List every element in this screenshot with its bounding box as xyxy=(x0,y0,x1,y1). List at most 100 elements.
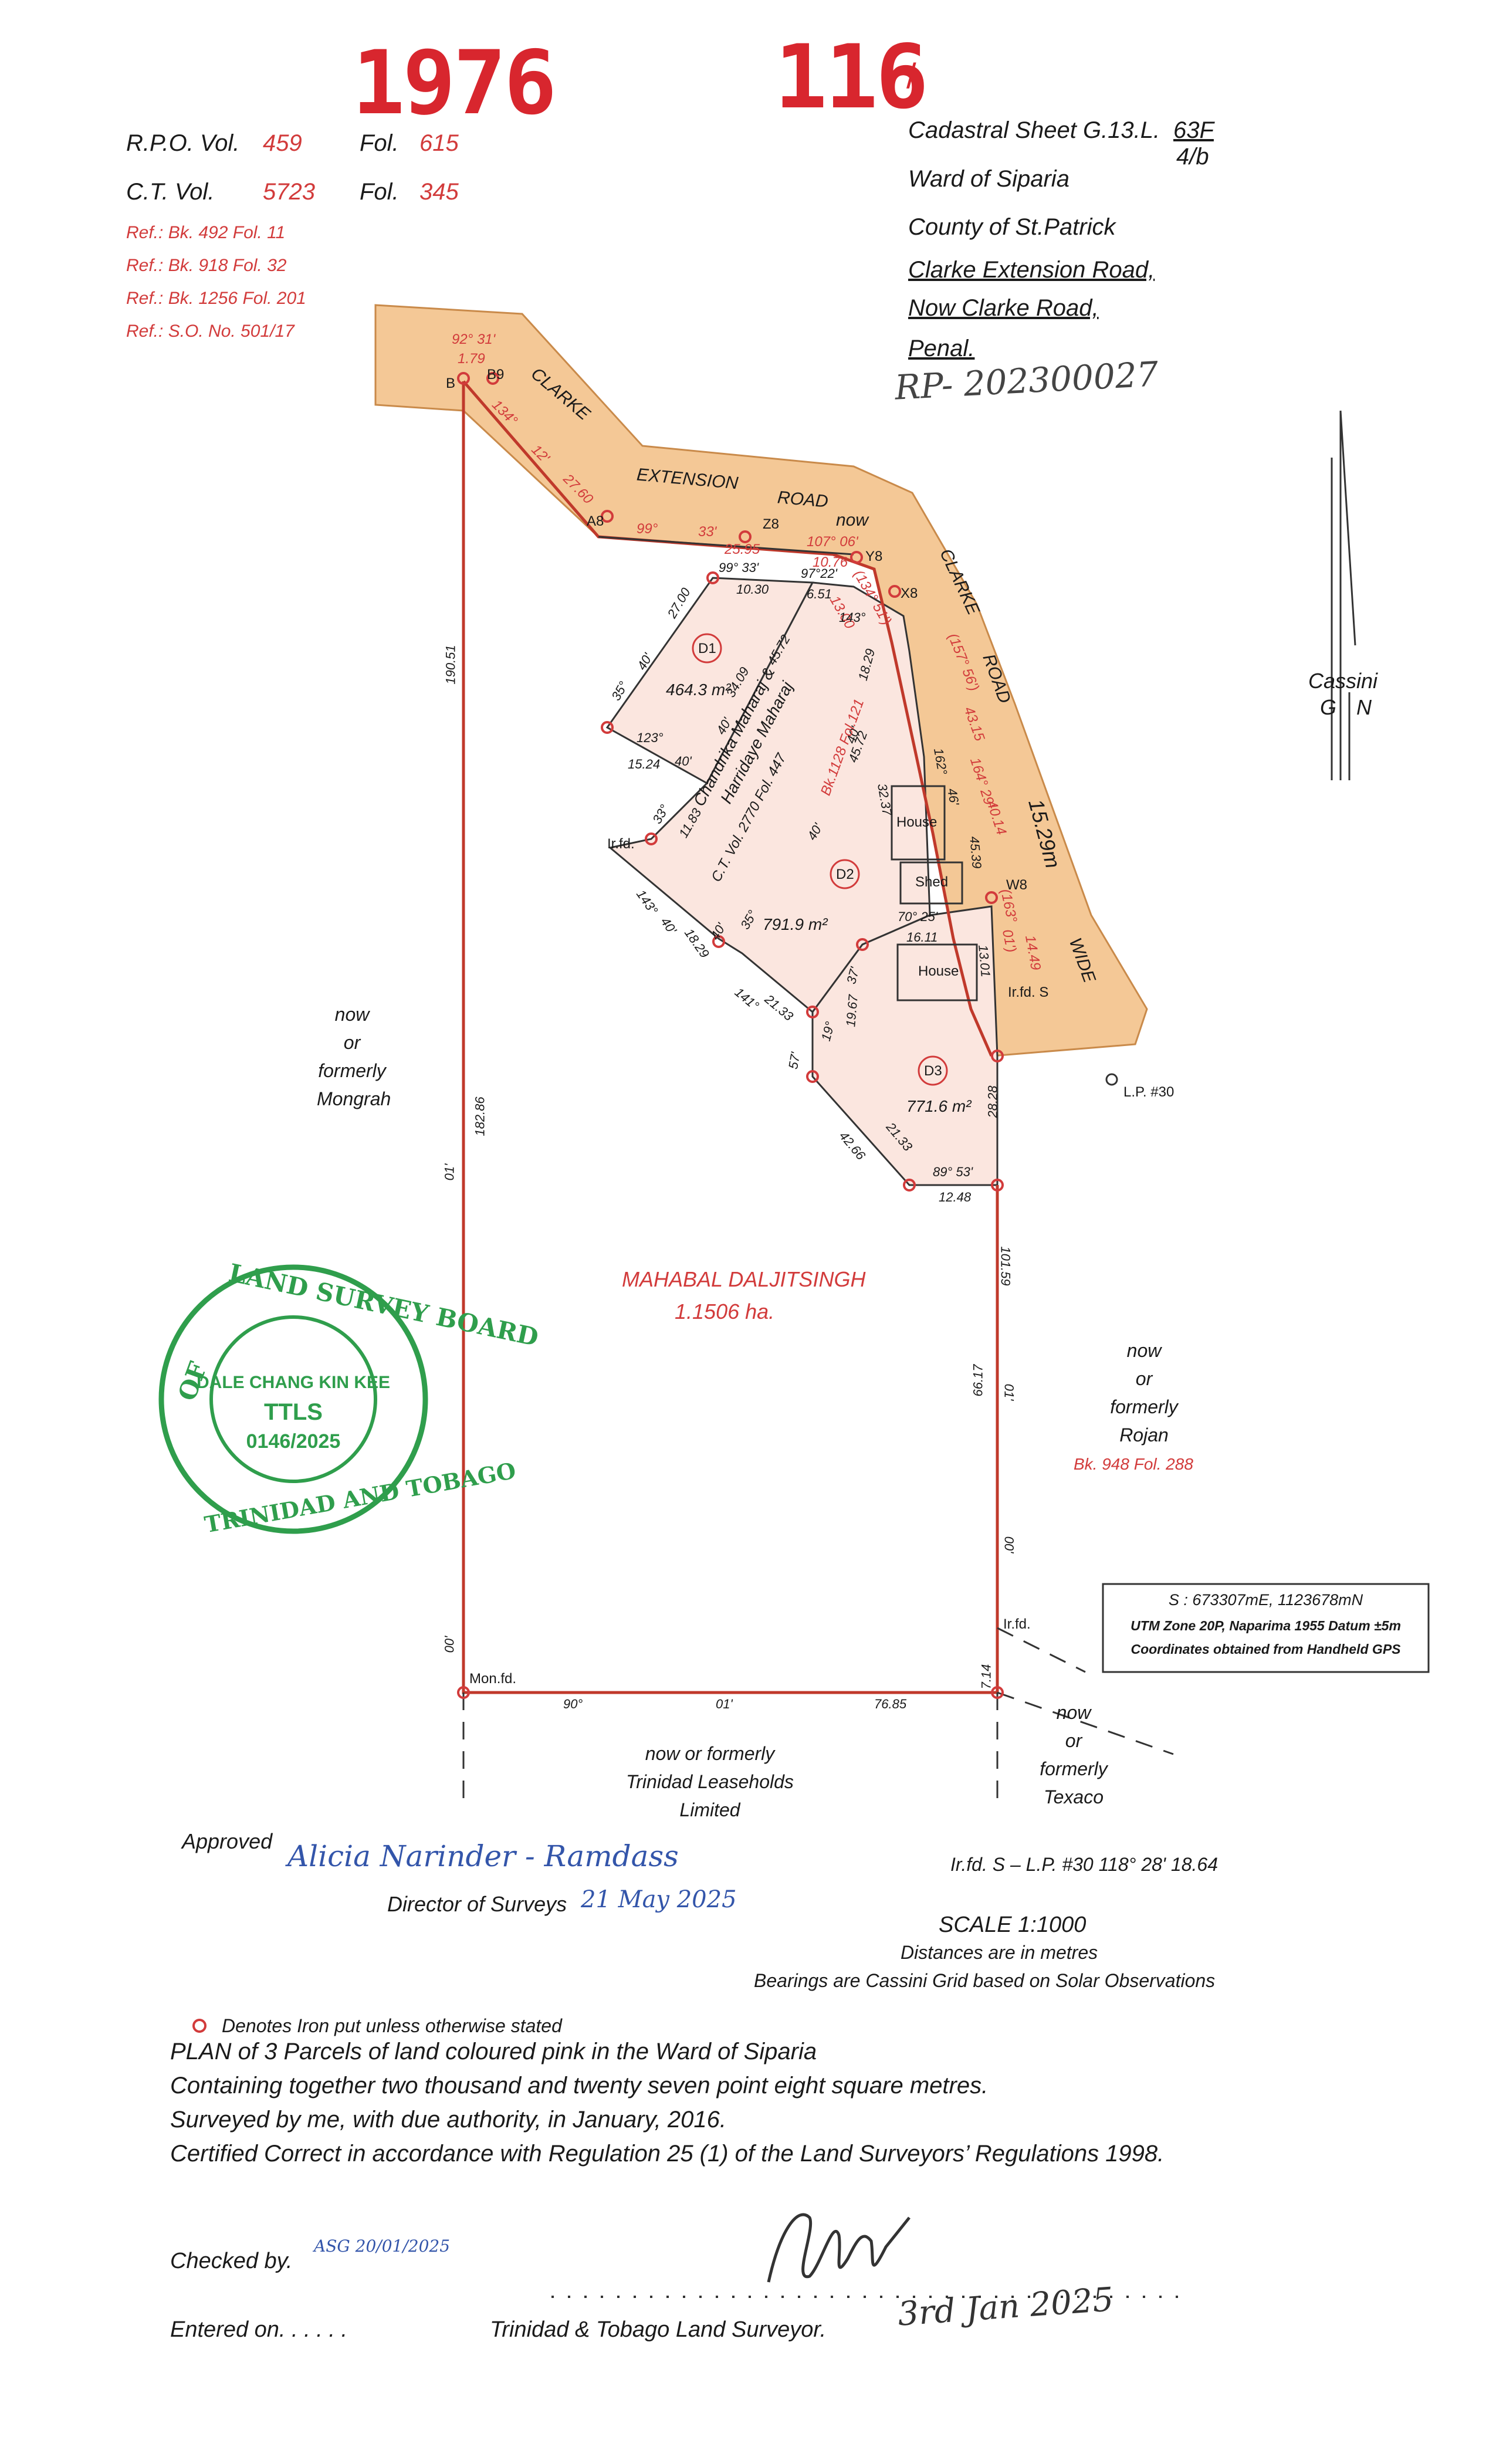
adjoining-west: now or formerly Mongrah xyxy=(317,1000,391,1113)
approved-label: Approved xyxy=(182,1829,273,1853)
road-dim: 107° 06' xyxy=(807,534,858,550)
boundary-dim: 101.59 xyxy=(998,1246,1013,1286)
parcel-id: D2 xyxy=(836,867,854,882)
seal-rings xyxy=(158,1264,428,1534)
plan-line: Certified Correct in accordance with Reg… xyxy=(170,2141,1165,2167)
parcel-dim: 99° 33' xyxy=(719,560,759,575)
parcel-dim: 70° 25' xyxy=(898,909,938,924)
house-1 xyxy=(891,785,946,861)
north-label: Cassini xyxy=(1308,669,1378,693)
road-label: now xyxy=(836,510,869,530)
cadastral-sheet-label: Cadastral Sheet G.13.L. xyxy=(908,117,1160,143)
parcel-dim: 45.39 xyxy=(967,835,984,869)
parcel-area: 464.3 m² xyxy=(666,681,731,699)
adj-line: now xyxy=(1056,1702,1091,1723)
station-label: B xyxy=(446,375,456,391)
rpo-vol: 459 xyxy=(263,130,302,156)
coord-line-2: UTM Zone 20P, Naparima 1955 Datum ±5m xyxy=(1131,1618,1401,1633)
boundary-dim: 76.85 xyxy=(874,1697,907,1711)
checked-label: Checked by. xyxy=(170,2249,293,2273)
boundary-dim: 01' xyxy=(1001,1383,1017,1401)
bearing-line: Ir.fd. S – L.P. #30 118° 28' 18.64 xyxy=(950,1854,1218,1875)
boundary-dim: 190.51 xyxy=(443,645,458,685)
station-label: Z8 xyxy=(763,516,780,532)
distances-note: Distances are in metres xyxy=(901,1942,1098,1963)
adj-line: or xyxy=(343,1032,361,1053)
rpo-fol: 615 xyxy=(419,130,459,156)
parcel-area: 791.9 m² xyxy=(763,915,828,933)
adj-line: Trinidad Leaseholds xyxy=(626,1771,794,1792)
coordinate-box xyxy=(1102,1583,1430,1673)
adj-line: or xyxy=(1135,1368,1153,1389)
ct-fol-label: Fol. xyxy=(360,179,399,205)
ct-label: C.T. Vol. xyxy=(126,179,215,205)
surveyor-signature xyxy=(745,2194,915,2300)
adj-line: formerly xyxy=(1040,1758,1108,1779)
shed xyxy=(899,861,963,905)
adj-line: or xyxy=(1065,1730,1082,1751)
ref-line: Ref.: S.O. No. 501/17 xyxy=(126,321,295,341)
parcel-dim: 57' xyxy=(786,1051,803,1071)
station-label: Y8 xyxy=(865,549,883,564)
road-dim: 92° 31' xyxy=(452,331,496,347)
county: County of St.Patrick xyxy=(908,214,1116,240)
parcel-d3 xyxy=(811,905,999,1186)
entered-label: Entered on. . . . . . xyxy=(170,2317,348,2342)
parcel-dim: 13.01 xyxy=(976,944,993,978)
adj-line: Limited xyxy=(679,1799,740,1820)
station-label: L.P. #30 xyxy=(1123,1084,1175,1100)
station-label: Ir.fd. xyxy=(1003,1616,1031,1632)
parcel-dim: 123° xyxy=(637,730,664,745)
house-label: House xyxy=(896,814,937,830)
ref-line: Ref.: Bk. 918 Fol. 32 xyxy=(126,256,287,275)
adjoining-south: now or formerly Trinidad Leaseholds Limi… xyxy=(610,1739,810,1824)
road-dim: 33' xyxy=(698,524,717,540)
seal-number: 0146/2025 xyxy=(246,1430,341,1453)
boundary-dim: 90° xyxy=(563,1697,583,1711)
road-dim: 10.76 xyxy=(813,554,848,570)
parcel-area: 771.6 m² xyxy=(906,1097,972,1115)
plan-line: PLAN of 3 Parcels of land coloured pink … xyxy=(170,2039,817,2064)
boundary-dim: 00' xyxy=(1001,1536,1017,1553)
house-label: House xyxy=(918,963,959,979)
adj-line: now xyxy=(1126,1340,1162,1361)
ward: Ward of Siparia xyxy=(908,166,1069,192)
main-owner: MAHABAL DALJITSINGH xyxy=(622,1267,866,1291)
north-sub-2: N xyxy=(1356,695,1372,719)
adj-line: now xyxy=(334,1004,370,1025)
parcel-dim: 28.28 xyxy=(985,1085,1000,1118)
boundary-dim: 66.17 xyxy=(970,1364,986,1397)
station-label: W8 xyxy=(1006,877,1027,893)
station-label: A8 xyxy=(587,513,604,529)
parcel-dim: 6.51 xyxy=(807,587,832,601)
ct-fol: 345 xyxy=(419,179,459,205)
parcel-dim: 16.11 xyxy=(906,930,938,945)
rpo-fol-label: Fol. xyxy=(360,130,399,156)
adj-line: formerly xyxy=(318,1060,386,1081)
road-dim: 99° xyxy=(637,521,658,537)
road-dim: 1.79 xyxy=(458,351,485,367)
parcel-dim: 46' xyxy=(945,787,962,807)
station-label: B9 xyxy=(487,367,505,383)
director-signature: Alicia Narinder - Ramdass xyxy=(287,1839,679,1873)
plan-line: Surveyed by me, with due authority, in J… xyxy=(170,2107,726,2133)
seal-title: TTLS xyxy=(264,1399,323,1425)
parcel-dim: 143° xyxy=(839,610,866,625)
parcel-id: D1 xyxy=(698,641,716,656)
adj-line: now or formerly xyxy=(645,1743,775,1764)
parcel-dim: 10.30 xyxy=(736,582,769,597)
cadastral-sheet-number: 63F xyxy=(1173,117,1214,143)
parcel-dim: 97°22' xyxy=(801,566,837,581)
legend-iron: Denotes Iron put unless otherwise stated xyxy=(222,2015,562,2036)
seal-name: DALE CHANG KIN KEE xyxy=(196,1373,390,1392)
boundary-dim: 7.14 xyxy=(979,1664,994,1690)
road-name-1: Clarke Extension Road, xyxy=(908,257,1155,283)
boundary-dim: 01' xyxy=(716,1697,733,1711)
rpo-label: R.P.O. Vol. xyxy=(126,130,240,156)
parcel-dim: 15.24 xyxy=(628,757,661,771)
adj-line: Mongrah xyxy=(317,1088,391,1109)
station-label: Ir.fd. xyxy=(607,836,635,852)
ct-vol: 5723 xyxy=(263,179,315,205)
station-label: Ir.fd. S xyxy=(1008,984,1049,1000)
boundary-dim: 01' xyxy=(442,1163,457,1181)
